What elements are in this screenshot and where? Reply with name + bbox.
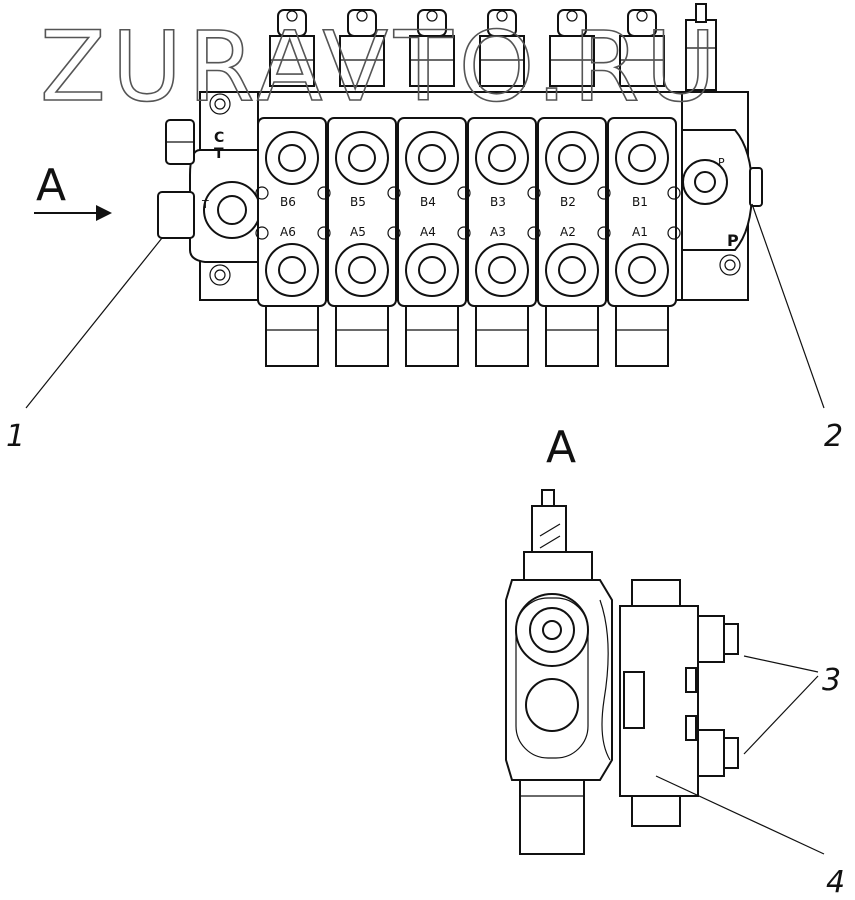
port-label-b5: B5 — [350, 195, 366, 209]
port-label-b2: B2 — [560, 195, 576, 209]
port-label-b6: B6 — [280, 195, 296, 209]
port-label-a5: A5 — [350, 225, 366, 239]
side-view-a — [505, 489, 739, 855]
view-label-side: A — [546, 422, 576, 473]
port-label-c: C — [214, 130, 224, 146]
port-label-p-big: P — [727, 231, 739, 250]
port-label-b4: B4 — [420, 195, 436, 209]
port-label-t-small: T — [201, 198, 209, 211]
port-label-p-small: P — [718, 156, 725, 169]
port-label-a3: A3 — [490, 225, 506, 239]
callout-1: 1 — [6, 419, 25, 454]
callout-3: 3 — [822, 663, 841, 698]
main-valve-view: B6 B5 B4 B3 B2 B1 A6 A5 A4 A3 A2 A1 C T … — [157, 3, 763, 367]
port-label-a4: A4 — [420, 225, 436, 239]
view-arrow: A — [34, 160, 112, 221]
callout-2: 2 — [824, 419, 843, 454]
callout-leaders-side — [655, 655, 825, 855]
callout-4: 4 — [826, 865, 845, 900]
port-label-t: T — [214, 146, 224, 162]
port-label-b1: B1 — [632, 195, 648, 209]
top-actuators — [269, 3, 717, 91]
port-label-a6: A6 — [280, 225, 296, 239]
watermark: ZURAVTO.RU — [40, 11, 722, 123]
port-label-a1: A1 — [632, 225, 648, 239]
view-label-main: A — [36, 160, 66, 211]
port-label-a2: A2 — [560, 225, 576, 239]
port-label-b3: B3 — [490, 195, 506, 209]
callout-leaders-main — [25, 203, 825, 409]
section-bolts — [255, 186, 681, 240]
valve-sections — [257, 117, 677, 367]
